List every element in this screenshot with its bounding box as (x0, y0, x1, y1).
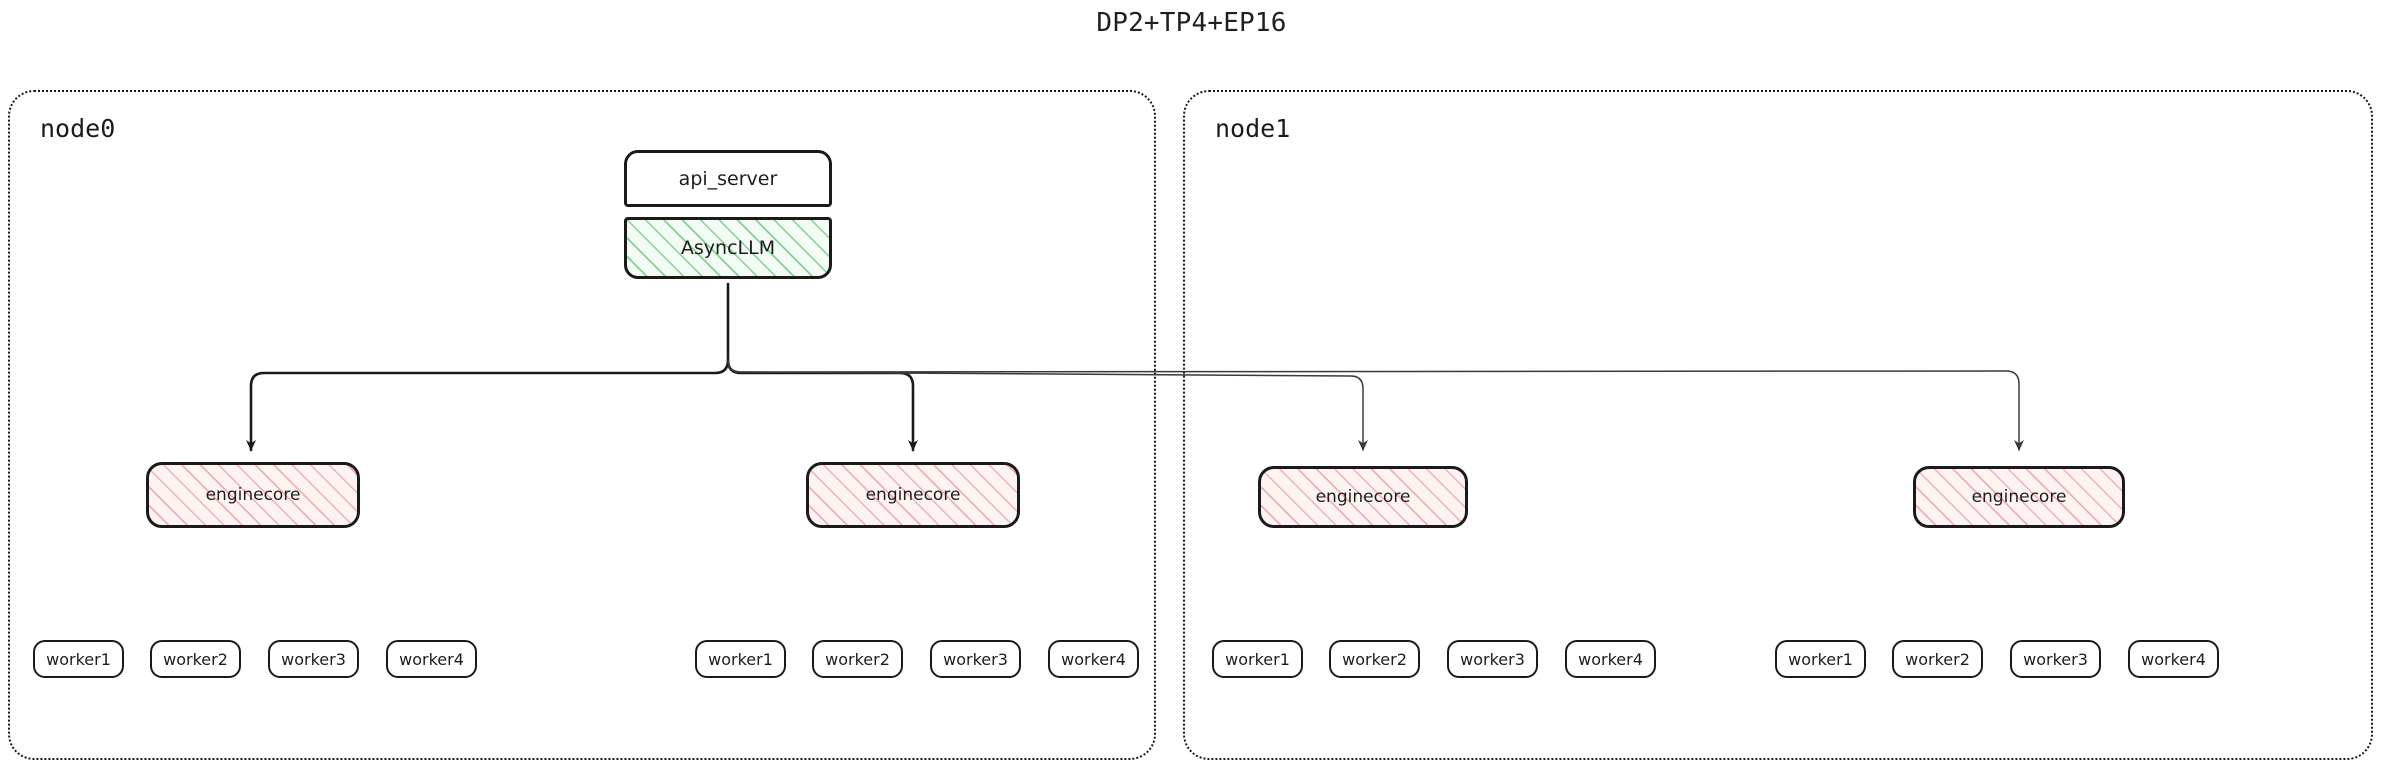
async-llm-box[interactable]: AsyncLLM (624, 217, 832, 279)
enginecore-label: enginecore (865, 485, 961, 505)
worker-box-node0-1-0[interactable]: worker1 (695, 640, 786, 678)
worker-label: worker3 (281, 649, 346, 669)
enginecore-label: enginecore (205, 485, 301, 505)
worker-box-node0-0-3[interactable]: worker4 (386, 640, 477, 678)
worker-label: worker4 (1061, 649, 1126, 669)
api-server-label: api_server (678, 167, 778, 190)
page-title: DP2+TP4+EP16 (1096, 8, 1287, 38)
worker-label: worker1 (708, 649, 773, 669)
node-label-node0: node0 (40, 114, 116, 143)
enginecore-box-node0-1[interactable]: enginecore (806, 462, 1020, 528)
worker-label: worker1 (1788, 649, 1853, 669)
worker-box-node1-1-1[interactable]: worker2 (1892, 640, 1983, 678)
worker-label: worker2 (163, 649, 228, 669)
worker-label: worker4 (2141, 649, 2206, 669)
worker-box-node1-1-2[interactable]: worker3 (2010, 640, 2101, 678)
worker-box-node1-1-0[interactable]: worker1 (1775, 640, 1866, 678)
worker-box-node1-0-3[interactable]: worker4 (1565, 640, 1656, 678)
worker-box-node0-0-2[interactable]: worker3 (268, 640, 359, 678)
async-llm-label: AsyncLLM (680, 237, 776, 259)
worker-box-node0-1-2[interactable]: worker3 (930, 640, 1021, 678)
worker-label: worker4 (1578, 649, 1643, 669)
worker-label: worker3 (1460, 649, 1525, 669)
node-label-node1: node1 (1215, 114, 1291, 143)
worker-label: worker1 (1225, 649, 1290, 669)
worker-box-node1-1-3[interactable]: worker4 (2128, 640, 2219, 678)
worker-label: worker1 (46, 649, 111, 669)
api-server-box[interactable]: api_server (624, 150, 832, 207)
worker-box-node0-0-1[interactable]: worker2 (150, 640, 241, 678)
worker-label: worker3 (943, 649, 1008, 669)
worker-box-node1-0-2[interactable]: worker3 (1447, 640, 1538, 678)
worker-label: worker2 (825, 649, 890, 669)
worker-box-node0-1-1[interactable]: worker2 (812, 640, 903, 678)
worker-label: worker2 (1905, 649, 1970, 669)
enginecore-box-node1-0[interactable]: enginecore (1258, 466, 1468, 528)
worker-label: worker2 (1342, 649, 1407, 669)
worker-box-node0-1-3[interactable]: worker4 (1048, 640, 1139, 678)
worker-label: worker3 (2023, 649, 2088, 669)
worker-box-node1-0-1[interactable]: worker2 (1329, 640, 1420, 678)
enginecore-box-node1-1[interactable]: enginecore (1913, 466, 2125, 528)
enginecore-label: enginecore (1971, 487, 2067, 507)
enginecore-label: enginecore (1315, 487, 1411, 507)
worker-box-node1-0-0[interactable]: worker1 (1212, 640, 1303, 678)
enginecore-box-node0-0[interactable]: enginecore (146, 462, 360, 528)
worker-box-node0-0-0[interactable]: worker1 (33, 640, 124, 678)
worker-label: worker4 (399, 649, 464, 669)
